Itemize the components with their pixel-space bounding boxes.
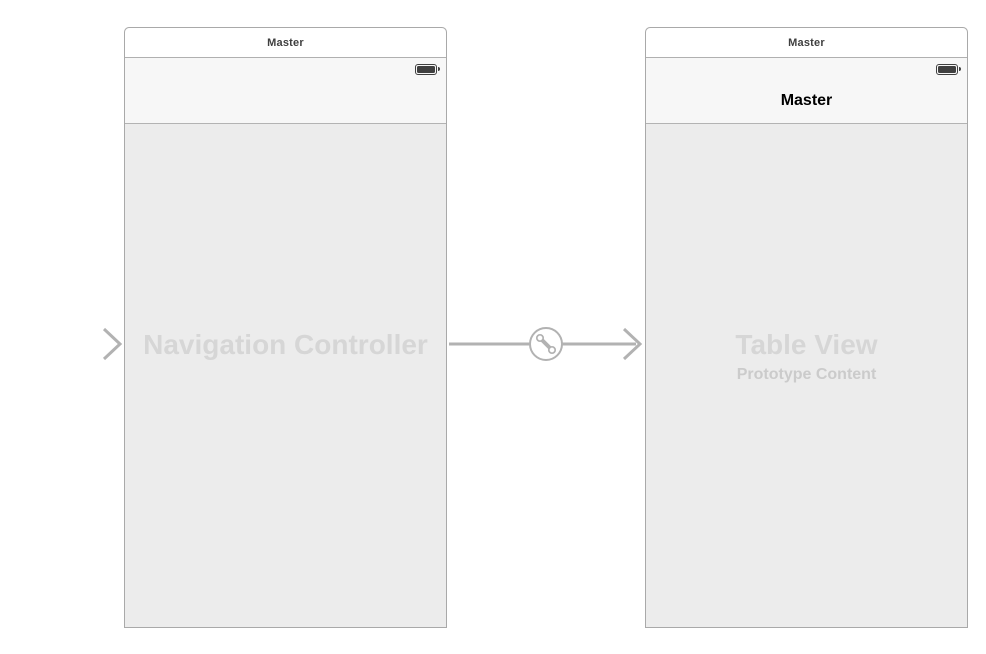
nav-bar-title — [125, 78, 446, 123]
relationship-segue-icon[interactable] — [529, 327, 563, 361]
nav-bar-title: Master — [780, 91, 833, 109]
scene-header[interactable]: Master — [125, 28, 446, 58]
scene-header-label: Master — [788, 36, 825, 49]
watermark: Navigation Controller — [125, 329, 446, 361]
navigation-bar[interactable]: Master — [646, 58, 967, 124]
scene-master-table-view[interactable]: Master Master Table View Prototype Conte… — [645, 27, 968, 628]
watermark-title: Table View — [735, 329, 878, 360]
relationship-segue-arrow[interactable] — [449, 327, 643, 361]
table-view-content[interactable]: Table View Prototype Content — [646, 124, 967, 627]
scene-header[interactable]: Master — [646, 28, 967, 58]
battery-icon — [415, 64, 440, 75]
watermark-title: Navigation Controller — [143, 329, 428, 360]
segue-arrowhead-icon — [622, 327, 643, 361]
scene-navigation-controller[interactable]: Master Navigation Controller — [124, 27, 447, 628]
navigation-controller-content[interactable]: Navigation Controller — [125, 124, 446, 627]
status-bar — [125, 58, 446, 78]
entry-arrowhead-icon — [102, 327, 123, 361]
watermark-subtitle: Prototype Content — [736, 366, 877, 383]
scene-header-label: Master — [267, 36, 304, 49]
status-bar — [646, 58, 967, 78]
watermark: Table View Prototype Content — [646, 329, 967, 384]
navigation-bar[interactable] — [125, 58, 446, 124]
storyboard-entry-point-arrow[interactable] — [8, 327, 123, 361]
battery-icon — [936, 64, 961, 75]
